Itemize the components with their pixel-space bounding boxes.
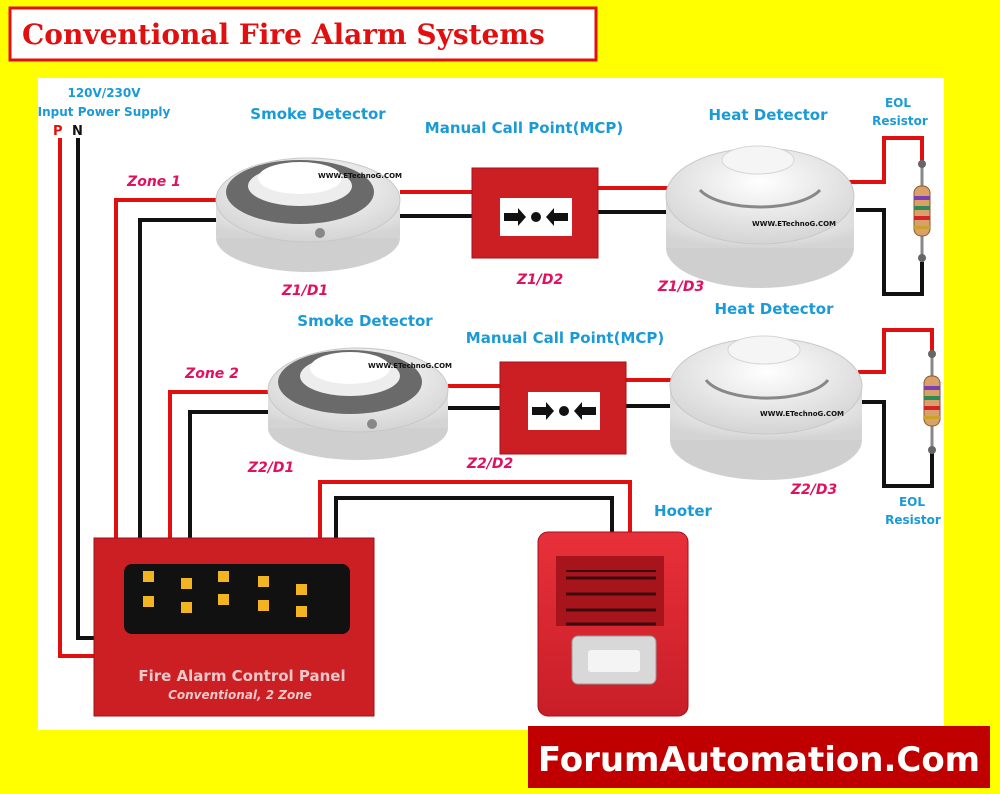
hooter-black-wire	[334, 496, 614, 540]
watermark-smoke1: WWW.ETechnoG.COM	[318, 172, 402, 180]
hooter-label: Hooter	[654, 502, 713, 520]
mcp-z2d2	[499, 361, 627, 455]
smoke-detector-z1d1	[215, 157, 401, 272]
power-supply-label: Input Power Supply	[38, 105, 171, 119]
heat-detector-1-label: Heat Detector	[709, 106, 829, 124]
watermark-heat2: WWW.ETechnoG.COM	[760, 410, 844, 418]
fire-alarm-control-panel	[93, 537, 375, 717]
power-voltage-label: 120V/230V	[67, 86, 141, 100]
footer-banner	[528, 726, 990, 788]
eol-resistor-bottom	[923, 350, 941, 454]
watermark-smoke2: WWW.ETechnoG.COM	[368, 362, 452, 370]
zone2-red-wire	[168, 390, 270, 540]
panel-subtitle: Conventional, 2 Zone	[168, 688, 312, 702]
eol-bottom-label-2: Resistor	[885, 513, 941, 527]
neutral-label: N	[72, 124, 83, 139]
hooter	[537, 531, 689, 717]
footer-brand: ForumAutomation.Com	[538, 740, 980, 780]
z2d1-label: Z2/D1	[247, 460, 294, 476]
mcp-1-label: Manual Call Point(MCP)	[425, 119, 623, 137]
panel-name: Fire Alarm Control Panel	[138, 667, 345, 685]
zone2-black-wire	[188, 410, 270, 540]
zone-2-label: Zone 2	[184, 366, 239, 382]
z1d3-label: Z1/D3	[657, 279, 704, 295]
mcp-2-label: Manual Call Point(MCP)	[466, 329, 664, 347]
heat-detector-z1d3	[665, 145, 855, 288]
eol-top-label-2: Resistor	[872, 114, 928, 128]
heat-detector-2-label: Heat Detector	[715, 300, 835, 318]
eol-bottom-label-1: EOL	[899, 495, 925, 509]
z1d1-label: Z1/D1	[281, 283, 328, 299]
page-title: Conventional Fire Alarm Systems	[22, 18, 545, 51]
watermark-heat1: WWW.ETechnoG.COM	[752, 220, 836, 228]
smoke-detector-2-label: Smoke Detector	[297, 312, 433, 330]
mcp-z1d2	[471, 167, 599, 259]
z2d3-label: Z2/D3	[790, 482, 837, 498]
eol-resistor-top	[913, 160, 931, 262]
zone1-black-wire	[138, 218, 218, 540]
hooter-red-wire	[318, 480, 632, 540]
heat-detector-z2d3	[669, 335, 863, 480]
title-banner	[8, 6, 598, 62]
panel-leds	[143, 571, 307, 617]
z2d2-label: Z2/D2	[466, 456, 513, 472]
zone-1-label: Zone 1	[126, 174, 181, 190]
phase-wire	[58, 138, 96, 658]
z1d2-label: Z1/D2	[516, 272, 563, 288]
wiring	[58, 136, 934, 658]
zone1-red-wire	[114, 198, 218, 540]
eol-top-label-1: EOL	[885, 96, 911, 110]
phase-label: P	[53, 124, 63, 139]
smoke-detector-1-label: Smoke Detector	[250, 105, 386, 123]
neutral-wire	[76, 138, 96, 640]
smoke-detector-z2d1	[267, 347, 449, 460]
